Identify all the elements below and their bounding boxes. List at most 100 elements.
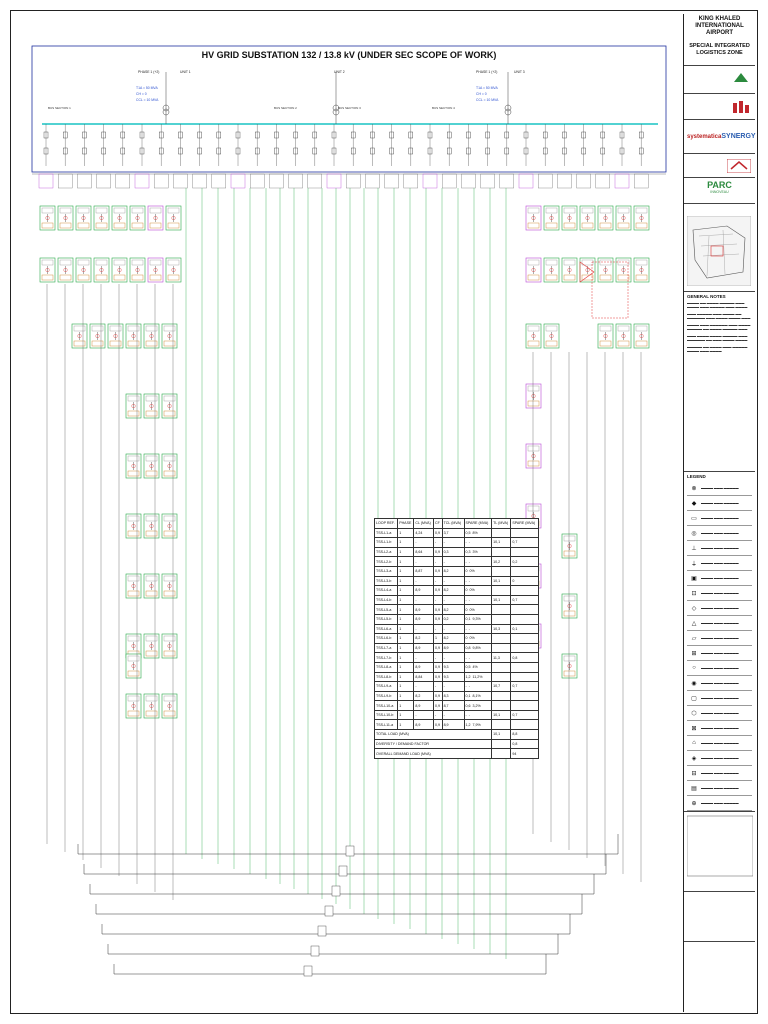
legend-description: ▬▬▬▬ ▬▬▬ ▬▬▬▬▬ <box>701 636 739 640</box>
feeder-label-box <box>403 173 418 189</box>
load-table-cell: -- <box>463 537 493 548</box>
load-table-cell: 0,9 <box>433 585 443 596</box>
load-table-cell: TSS-L9-b <box>373 690 399 702</box>
total-tl: 10,1 <box>491 729 512 740</box>
unit-tag <box>145 455 158 462</box>
load-table-cell: 8,9 <box>413 661 435 673</box>
unit-tag <box>113 207 126 214</box>
spare-percent: 0% <box>469 636 475 641</box>
load-table-cell: 1 <box>397 575 415 587</box>
legend-symbol-icon: ⌂ <box>692 740 696 746</box>
unit-relay <box>167 704 172 709</box>
unit-rating <box>149 274 162 281</box>
feeder-label-box <box>192 173 207 189</box>
legend-row: ⊗▬▬▬▬ ▬▬▬ ▬▬▬▬▬ <box>687 481 752 496</box>
unit-relay <box>167 404 172 409</box>
ring-main-unit <box>303 965 313 977</box>
load-table-cell <box>491 661 512 673</box>
spare-percent: - <box>468 598 470 603</box>
load-table-cell: -- <box>463 575 493 587</box>
ct-symbol <box>120 147 126 155</box>
breaker-symbol <box>331 131 337 139</box>
unit-rating <box>617 222 630 229</box>
legend-description: ▬▬▬▬ ▬▬▬ ▬▬▬▬▬ <box>701 741 739 745</box>
project-line-2: LOGISTICS ZONE <box>696 50 743 56</box>
unit-rating <box>563 550 576 557</box>
load-table-cell: 10,1 <box>491 709 512 721</box>
load-table-cell: 1 <box>397 546 415 558</box>
ct-symbol <box>562 147 567 155</box>
unit-rating <box>599 222 612 229</box>
load-table-cell: -- <box>463 709 493 721</box>
load-table-cell: 10,1 <box>491 575 512 587</box>
load-table-cell: TSS-L5-b <box>373 613 399 625</box>
note-item: ▬▬▬ ▬▬▬▬ ▬▬▬▬ ▬▬▬▬▬ ▬▬▬ ▬▬▬▬▬▬ ▬▬ ▬▬▬ ▬▬… <box>687 334 748 342</box>
load-table-cell <box>510 546 539 558</box>
load-table-cell: 1 <box>397 623 415 635</box>
load-table-cell: 1 <box>397 709 415 721</box>
capacity-right-transformer: T1A = 50 MVA <box>476 86 498 90</box>
load-table-cell: - <box>413 681 435 692</box>
unit-relay <box>113 334 118 339</box>
breaker-symbol <box>408 131 413 139</box>
unit-rating <box>127 710 140 717</box>
breaker-symbol <box>43 131 49 139</box>
unit-rating <box>163 410 176 417</box>
unit-relay <box>117 267 122 272</box>
breaker-symbol <box>216 131 222 139</box>
ct-symbol <box>216 147 222 155</box>
load-table-cell <box>491 690 512 702</box>
unit-tag <box>131 259 144 266</box>
legend-description: ▬▬▬▬ ▬▬▬ ▬▬▬▬▬ <box>701 681 739 685</box>
load-table-cell <box>510 719 539 731</box>
spare-value: - <box>465 598 467 603</box>
legend-symbol-icon: ◈ <box>691 755 697 762</box>
legend-symbol-icon: ▱ <box>691 635 697 642</box>
busbar-label-3: BUS SECTION 3 <box>338 106 361 110</box>
breaker-symbol <box>63 131 68 139</box>
client-logo-icon <box>731 70 751 86</box>
legend-symbol-icon: ▤ <box>691 785 697 792</box>
load-table-cell <box>510 642 539 654</box>
unit-rating <box>635 274 648 281</box>
unit-tag <box>563 207 576 214</box>
unit-relay <box>167 584 172 589</box>
load-table-cell: 0,7 <box>510 709 539 721</box>
unit-relay <box>45 267 50 272</box>
loop-return-cable <box>89 874 595 895</box>
unit-relay <box>549 215 554 220</box>
breaker-symbol <box>101 131 106 139</box>
unit-tag <box>127 395 140 402</box>
breaker-symbol <box>254 131 260 139</box>
load-table-cell: 1 <box>397 652 415 663</box>
unit-relay <box>149 644 154 649</box>
load-table-cell <box>491 585 512 596</box>
contractor-logo-box <box>684 154 755 178</box>
ct-symbol <box>158 147 164 155</box>
load-table-cell: 0,3 <box>441 546 465 558</box>
unit-relay <box>567 604 572 609</box>
unit-rating <box>527 460 540 467</box>
load-table-cell <box>510 690 539 702</box>
feeder-label-box <box>249 173 265 189</box>
loop-return-cable <box>107 934 559 955</box>
feeder-label-box <box>499 173 514 189</box>
unit-label-3: UNIT 3 <box>514 70 525 74</box>
unit-rating <box>145 530 158 537</box>
legend-symbol-icon: ▭ <box>691 515 697 522</box>
load-table-cell: TSS-L4-b <box>373 594 399 606</box>
unit-relay <box>131 704 136 709</box>
unit-rating <box>163 340 176 347</box>
feeder-label-box <box>288 173 303 189</box>
spare-value: 0 <box>465 588 468 593</box>
spare-value: - <box>465 713 467 718</box>
spare-percent: 11,2% <box>472 674 483 679</box>
load-table-cell: 1 <box>397 700 415 711</box>
feeder-label-box <box>538 173 553 189</box>
ct-symbol <box>63 147 68 155</box>
unit-tag <box>145 635 158 642</box>
unit-tag <box>149 259 162 266</box>
breaker-symbol <box>370 131 375 139</box>
